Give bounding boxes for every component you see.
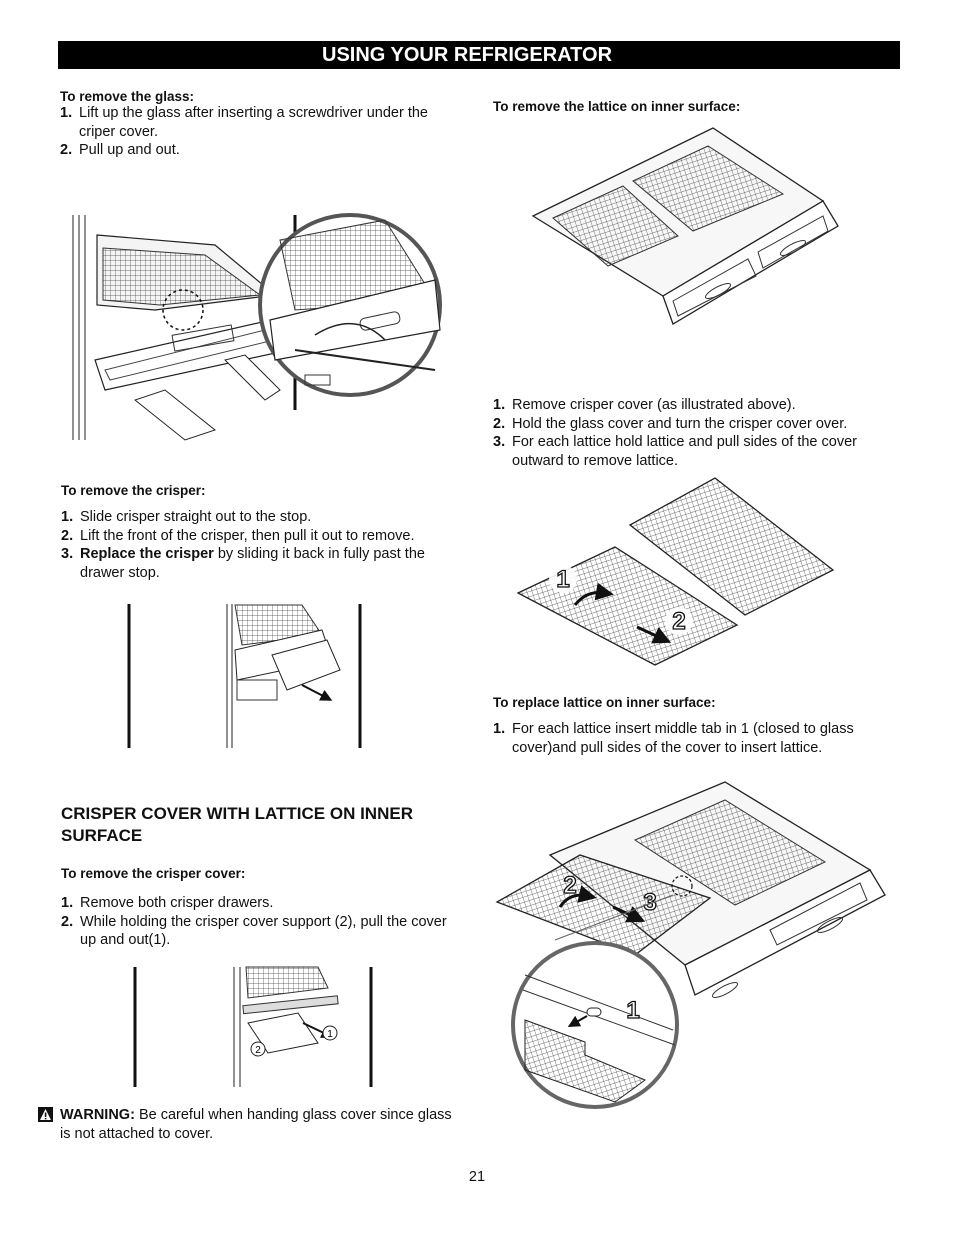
step-bold-text: Replace the crisper: [80, 546, 214, 562]
list-item: 1. Remove crisper cover (as illustrated a…: [493, 396, 893, 415]
lattice-section-block: CRISPER COVER WITH LATTICE ON INNER SURF…: [61, 803, 461, 950]
step-number: 2.: [60, 142, 73, 158]
remove-glass-illustration: [72, 213, 442, 441]
step-text: While holding the crisper cover support …: [80, 913, 447, 949]
step-number: 2.: [493, 415, 506, 432]
step-text: Slide crisper straight out to the stop.: [80, 509, 312, 525]
remove-glass-steps: 1. Lift up the glass after inserting a sc…: [60, 104, 460, 160]
replace-lattice-steps: 1. For each lattice insert middle tab in …: [493, 720, 893, 757]
step-number: 1.: [60, 105, 73, 121]
step-text: For each lattice hold lattice and pull s…: [512, 434, 857, 469]
list-item: 2. Lift the front of the crisper, then pu…: [61, 527, 461, 546]
step-text: by sliding it back in fully past the dra…: [80, 546, 425, 581]
list-item: 1. Lift up the glass after inserting a sc…: [60, 104, 460, 141]
lattice-replace-illustration: 2 3 1: [495, 781, 886, 1109]
step-number: 1.: [493, 721, 506, 737]
remove-crisper-cover-heading: To remove the crisper cover:: [61, 866, 246, 881]
callout-two: 2: [255, 1045, 261, 1056]
list-item: 3. For each lattice hold lattice and pull…: [493, 433, 893, 470]
remove-lattice-block: 1. Remove crisper cover (as illustrated a…: [493, 396, 893, 470]
step-text: Remove crisper cover (as illustrated abo…: [512, 397, 796, 413]
step-text: Hold the glass cover and turn the crispe…: [512, 415, 848, 432]
remove-crisper-block: To remove the crisper: 1. Slide crisper s…: [61, 483, 461, 582]
step-number: 1.: [61, 895, 74, 911]
replace-lattice-heading: To replace lattice on inner surface:: [493, 695, 716, 710]
callout-three: 3: [643, 889, 656, 916]
list-item: 1. Remove both crisper drawers.: [61, 894, 461, 913]
remove-crisper-illustration: [127, 604, 362, 748]
list-item: 2. Pull up and out.: [60, 141, 460, 160]
callout-one: 1: [556, 566, 569, 593]
warning-text: Be careful when handing glass cover sinc…: [60, 1107, 452, 1142]
remove-crisper-steps: 1. Slide crisper straight out to the stop…: [61, 508, 461, 582]
step-number: 1.: [493, 397, 506, 413]
list-item: 2. While holding the crisper cover suppor…: [61, 913, 461, 950]
section-header: USING YOUR REFRIGERATOR: [58, 41, 900, 69]
replace-lattice-block: To replace lattice on inner surface: 1. F…: [493, 695, 893, 757]
list-item: 3. Replace the crisper by sliding it back…: [61, 545, 461, 582]
step-text: For each lattice insert middle tab in 1 …: [512, 721, 854, 756]
step-text: Lift the front of the crisper, then pull…: [80, 527, 415, 544]
remove-crisper-cover-illustration: 2 1: [133, 966, 373, 1087]
remove-crisper-heading: To remove the crisper:: [61, 483, 206, 498]
step-text: Lift up the glass after inserting a scre…: [79, 105, 428, 140]
step-number: 3.: [493, 434, 506, 450]
callout-one: 1: [626, 997, 639, 1024]
step-number: 3.: [61, 546, 74, 562]
step-number: 2.: [61, 527, 74, 544]
callout-one: 1: [327, 1029, 333, 1040]
warning-block: WARNING: Be careful when handing glass c…: [38, 1106, 458, 1143]
remove-lattice-steps: 1. Remove crisper cover (as illustrated a…: [493, 396, 893, 470]
remove-glass-heading: To remove the glass:: [60, 89, 195, 104]
step-text: Pull up and out.: [79, 142, 180, 158]
section-header-title: USING YOUR REFRIGERATOR: [322, 44, 613, 66]
callout-two: 2: [672, 608, 685, 635]
step-number: 2.: [61, 913, 74, 930]
lattice-removal-illustration: 1 2: [516, 477, 835, 666]
list-item: 1. Slide crisper straight out to the stop…: [61, 508, 461, 527]
warning-icon: [38, 1107, 53, 1122]
warning-label: WARNING:: [60, 1107, 135, 1123]
remove-crisper-cover-steps: 1. Remove both crisper drawers. 2. While h…: [61, 894, 461, 950]
crisper-cover-illustration: [531, 127, 839, 325]
step-number: 1.: [61, 509, 74, 525]
remove-lattice-heading: To remove the lattice on inner surface:: [493, 99, 741, 114]
list-item: 1. For each lattice insert middle tab in …: [493, 720, 893, 757]
callout-two: 2: [563, 872, 576, 899]
list-item: 2. Hold the glass cover and turn the cris…: [493, 415, 893, 434]
page-number: 21: [468, 1169, 486, 1185]
step-text: Remove both crisper drawers.: [80, 895, 274, 911]
lattice-section-heading: CRISPER COVER WITH LATTICE ON INNER SURF…: [61, 804, 413, 845]
remove-glass-block: To remove the glass: 1. Lift up the glass…: [60, 89, 460, 160]
